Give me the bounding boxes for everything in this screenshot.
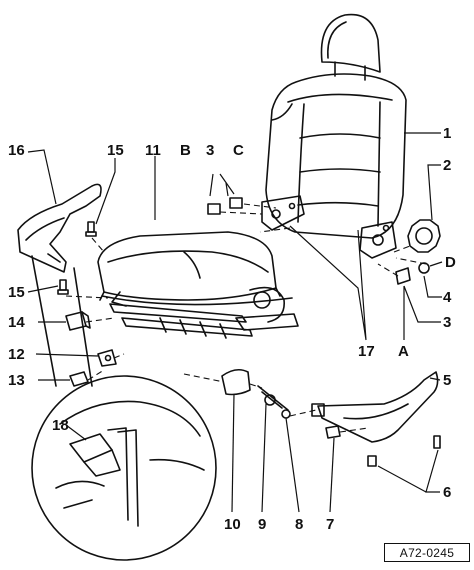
screws-6 [367,435,441,467]
link-9-8 [257,385,291,419]
bolt-a-d [395,262,430,285]
bolts-3-left [207,197,243,215]
callout-14: 14 [8,314,25,331]
callout-8: 8 [295,516,303,533]
callout-9: 9 [258,516,266,533]
detail-inset-circle [31,375,217,561]
part-14-clip [65,311,91,331]
callout-16: 16 [8,142,25,159]
callout-D: D [445,254,456,271]
knob-10 [221,368,251,396]
figure-reference-number: A72-0245 [384,543,470,562]
screw-15-bottom [57,279,69,295]
callout-15b: 15 [8,284,25,301]
callout-5: 5 [443,372,451,389]
callout-18: 18 [52,417,69,434]
left-trim-panel [17,183,102,273]
assembly-dashed-lines [65,203,427,433]
callout-labels: 1 2 3 3 4 5 6 7 8 9 10 11 12 13 14 15 15… [8,125,456,533]
callout-6: 6 [443,484,451,501]
backrest-hinge-left [261,195,305,231]
callout-11: 11 [145,142,161,159]
headrest [320,13,381,81]
part-12-bracket [97,349,117,367]
callout-10: 10 [224,516,241,533]
screw-7 [325,425,341,439]
part-13-cap [69,371,89,387]
height-lever [311,371,439,443]
callout-13: 13 [8,372,25,389]
callout-12: 12 [8,346,25,363]
backrest-hinge-right [359,221,397,259]
callout-1: 1 [443,125,451,142]
callout-A: A [398,343,409,360]
callout-17: 17 [358,343,375,360]
callout-3a: 3 [206,142,214,159]
callout-B: B [180,142,191,159]
backrest [265,73,407,239]
callout-2: 2 [443,157,451,174]
screw-15-top [85,221,97,237]
callout-C: C [233,142,244,159]
callout-4: 4 [443,289,452,306]
leader-lines [27,132,443,513]
callout-3b: 3 [443,314,451,331]
callout-15a: 15 [107,142,124,159]
seat-frame [101,286,299,339]
recliner-disc [407,219,441,253]
inset-guide-lines [31,255,93,387]
callout-7: 7 [326,516,334,533]
